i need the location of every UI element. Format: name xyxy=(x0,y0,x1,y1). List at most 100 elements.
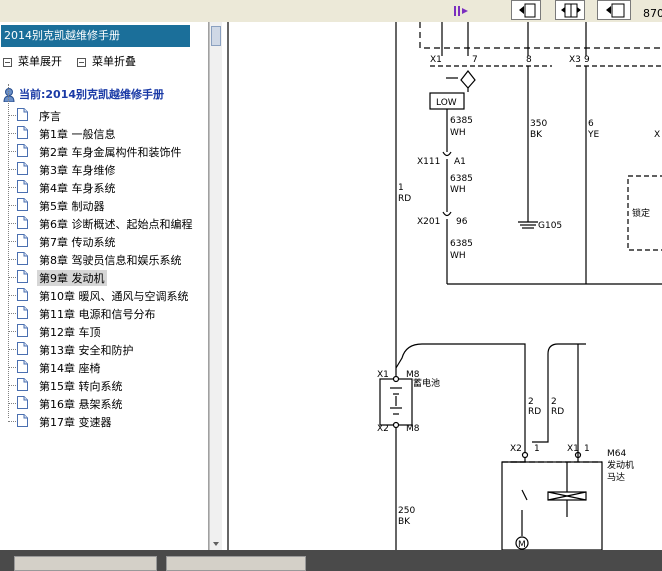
scroll-down-icon[interactable] xyxy=(210,538,222,550)
tree-root[interactable]: 当前:2014别克凯越维修手册 xyxy=(3,86,164,102)
user-icon xyxy=(3,88,15,102)
tree-item-label: 第17章 变速器 xyxy=(39,416,112,429)
page-icon xyxy=(17,378,28,391)
pin9-label: 9 xyxy=(584,55,590,65)
page-icon xyxy=(17,234,28,247)
tree-item[interactable]: 第8章 驾驶员信息和娱乐系统 xyxy=(0,250,200,268)
tree-item[interactable]: 第16章 悬架系统 xyxy=(0,394,200,412)
wire-rd2a: RD xyxy=(528,407,541,417)
tree-item-label: 第7章 传动系统 xyxy=(39,236,116,249)
taskbar-tab-2[interactable] xyxy=(166,556,306,571)
tree-item[interactable]: 第17章 变速器 xyxy=(0,412,200,430)
expand-all-button[interactable]: 菜单展开 xyxy=(3,53,62,69)
tree-connector xyxy=(8,421,16,422)
motor-pin1a: 1 xyxy=(534,444,540,454)
tree-item-label: 第12章 车顶 xyxy=(39,326,101,339)
tree-connector xyxy=(8,313,16,314)
tree-item[interactable]: 序言 xyxy=(0,106,200,124)
page-icon xyxy=(17,270,28,283)
wiring-diagram-viewer[interactable]: X1 7 8 X3 9 LOW 6385 WH X111 A1 6385 WH … xyxy=(222,22,662,550)
tree-item[interactable]: 第3章 车身维修 xyxy=(0,160,200,178)
m64-label: M64 xyxy=(607,449,626,459)
tree-item[interactable]: 第11章 电源和信号分布 xyxy=(0,304,200,322)
fit-width-button[interactable] xyxy=(555,0,585,20)
wire-bk350: BK xyxy=(530,130,543,140)
motor-label-2: 马达 xyxy=(607,471,625,483)
back-icon xyxy=(606,3,625,18)
tree-item-label: 第3章 车身维修 xyxy=(39,164,116,177)
page-icon xyxy=(17,126,28,139)
tree-connector xyxy=(8,295,16,296)
page-icon xyxy=(17,324,28,337)
tree-item[interactable]: 第7章 传动系统 xyxy=(0,232,200,250)
page-icon xyxy=(17,252,28,265)
tree-connector xyxy=(8,331,16,332)
tree-connector xyxy=(8,403,16,404)
tree-item[interactable]: 第1章 一般信息 xyxy=(0,124,200,142)
page-icon xyxy=(17,396,28,409)
pin96-label: 96 xyxy=(456,217,468,227)
tree-item-label: 第5章 制动器 xyxy=(39,200,105,213)
tree-item[interactable]: 第2章 车身金属构件和装饰件 xyxy=(0,142,200,160)
motor-symbol: M xyxy=(518,540,526,550)
collapse-all-button[interactable]: 菜单折叠 xyxy=(77,53,136,69)
wire-6: 6 xyxy=(588,119,594,129)
wire-6385-c: 6385 xyxy=(450,239,473,249)
wire-2a: 2 xyxy=(528,397,534,407)
motor-x2-label: X2 xyxy=(510,444,522,454)
tree-connector xyxy=(8,367,16,368)
back-button[interactable] xyxy=(597,0,631,20)
tree-item-label: 第14章 座椅 xyxy=(39,362,101,375)
wire-wh-a: WH xyxy=(450,128,466,138)
tree-connector xyxy=(8,169,16,170)
tree-item-label: 第2章 车身金属构件和装饰件 xyxy=(39,146,182,159)
tree-item[interactable]: 第5章 制动器 xyxy=(0,196,200,214)
tree-item[interactable]: 第12章 车顶 xyxy=(0,322,200,340)
tree-item[interactable]: 第9章 发动机 xyxy=(0,268,200,286)
scroll-thumb[interactable] xyxy=(211,26,221,46)
tree-item[interactable]: 第10章 暖风、通风与空调系统 xyxy=(0,286,200,304)
wire-wh-b: WH xyxy=(450,185,466,195)
x1-top-label: X1 xyxy=(430,55,442,65)
tree-item-label: 第16章 悬架系统 xyxy=(39,398,123,411)
tree-item[interactable]: 第4章 车身系统 xyxy=(0,178,200,196)
tree-connector xyxy=(8,277,16,278)
collapse-label: 菜单折叠 xyxy=(92,55,136,68)
page-icon xyxy=(17,180,28,193)
wire-ye6: YE xyxy=(587,130,599,140)
sidebar-scrollbar[interactable] xyxy=(209,22,222,550)
tree-item-label: 序言 xyxy=(39,110,61,123)
tree-item[interactable]: 第13章 安全和防护 xyxy=(0,340,200,358)
tree-connector xyxy=(8,385,16,386)
top-toolbar: 870 xyxy=(0,0,662,22)
wire-rd2b: RD xyxy=(551,407,564,417)
prev-page-button[interactable] xyxy=(511,0,541,20)
page-icon xyxy=(17,306,28,319)
motor-pin1b: 1 xyxy=(584,444,590,454)
wire-rd1: RD xyxy=(398,194,411,204)
tree-connector xyxy=(8,151,16,152)
tree-item[interactable]: 第14章 座椅 xyxy=(0,358,200,376)
tree-item-label: 第6章 诊断概述、起始点和编程 xyxy=(39,218,193,231)
wire-250: 250 xyxy=(398,506,415,516)
page-icon xyxy=(17,108,28,121)
page-icon xyxy=(17,144,28,157)
tree-item[interactable]: 第6章 诊断概述、起始点和编程 xyxy=(0,214,200,232)
rotate-icon[interactable] xyxy=(452,3,472,19)
tree-connector xyxy=(8,349,16,350)
tree-connector xyxy=(8,259,16,260)
wire-1: 1 xyxy=(398,183,404,193)
tree-item-label: 第11章 电源和信号分布 xyxy=(39,308,156,321)
tree-item-label: 第4章 车身系统 xyxy=(39,182,116,195)
wire-350: 350 xyxy=(530,119,547,129)
prev-page-icon xyxy=(519,3,536,18)
a1-label: A1 xyxy=(454,157,466,167)
wire-wh-c: WH xyxy=(450,251,466,261)
tree-connector xyxy=(8,84,9,418)
wire-2b: 2 xyxy=(551,397,557,407)
page-icon xyxy=(17,288,28,301)
taskbar-tab-1[interactable] xyxy=(14,556,157,571)
page-icon xyxy=(17,216,28,229)
tree-item[interactable]: 第15章 转向系统 xyxy=(0,376,200,394)
tree-connector xyxy=(8,223,16,224)
